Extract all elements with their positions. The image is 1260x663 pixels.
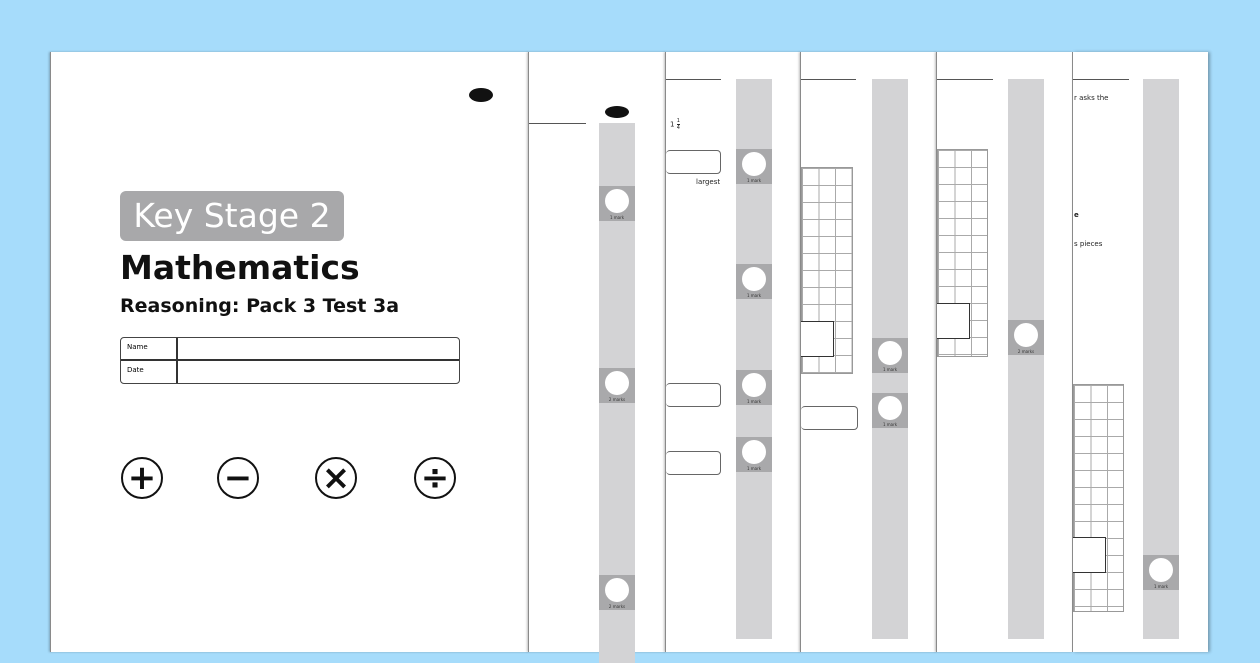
mark-box: 1 mark — [736, 264, 772, 299]
question-text: e — [1074, 211, 1079, 219]
shaded-square — [937, 303, 970, 339]
worksheet-page-6: r asks the e s pieces 1 mark — [1072, 52, 1208, 652]
name-date-table: Name Date — [120, 337, 460, 384]
mark-box: 2 marks — [599, 368, 635, 403]
answer-box[interactable] — [666, 383, 721, 407]
mark-box: 1 mark — [1143, 555, 1179, 590]
question-text: r asks the — [1074, 94, 1109, 102]
mark-box: 2 marks — [599, 575, 635, 610]
mark-box: 1 mark — [736, 437, 772, 472]
answer-box[interactable] — [666, 150, 721, 174]
document-subtitle: Reasoning: Pack 3 Test 3a — [120, 295, 400, 317]
divider — [801, 79, 856, 80]
document-title: Mathematics — [120, 248, 360, 287]
shaded-square — [801, 321, 834, 357]
plus-icon: + — [121, 457, 163, 499]
times-icon: × — [315, 457, 357, 499]
mark-box: 1 mark — [736, 149, 772, 184]
square-grid — [1073, 384, 1124, 612]
worksheet-page-2: 1 mark 2 marks 2 marks — [528, 52, 666, 663]
marks-column: 1 mark 2 marks 2 marks — [599, 123, 635, 663]
mark-box: 2 marks — [1008, 320, 1044, 355]
cover-page: Key Stage 2 Mathematics Reasoning: Pack … — [50, 52, 529, 652]
shaded-square — [1073, 537, 1106, 573]
marks-column: 1 mark 1 mark 1 mark 1 mark — [736, 79, 772, 639]
largest-label: largest — [696, 178, 721, 186]
worksheet-page-4: 1 mark 1 mark — [800, 52, 937, 652]
key-stage-badge: Key Stage 2 — [120, 191, 344, 241]
logo-icon — [605, 106, 629, 118]
mark-box: 1 mark — [736, 370, 772, 405]
mark-box: 1 mark — [599, 186, 635, 221]
mark-box: 1 mark — [872, 393, 908, 428]
date-label: Date — [127, 366, 144, 374]
divider — [1073, 79, 1129, 80]
question-text: s pieces — [1074, 240, 1103, 248]
marks-column: 2 marks — [1008, 79, 1044, 639]
logo-icon — [469, 88, 493, 102]
answer-box[interactable] — [666, 451, 721, 475]
name-label: Name — [127, 343, 148, 351]
divider — [529, 123, 586, 124]
minus-icon: − — [217, 457, 259, 499]
divider — [666, 79, 721, 80]
mark-box: 1 mark — [872, 338, 908, 373]
answer-box[interactable] — [801, 406, 858, 430]
divider — [937, 79, 993, 80]
worksheet-page-5: 2 marks — [936, 52, 1073, 652]
divide-icon: ÷ — [414, 457, 456, 499]
marks-column: 1 mark 1 mark — [872, 79, 908, 639]
marks-column: 1 mark — [1143, 79, 1179, 639]
